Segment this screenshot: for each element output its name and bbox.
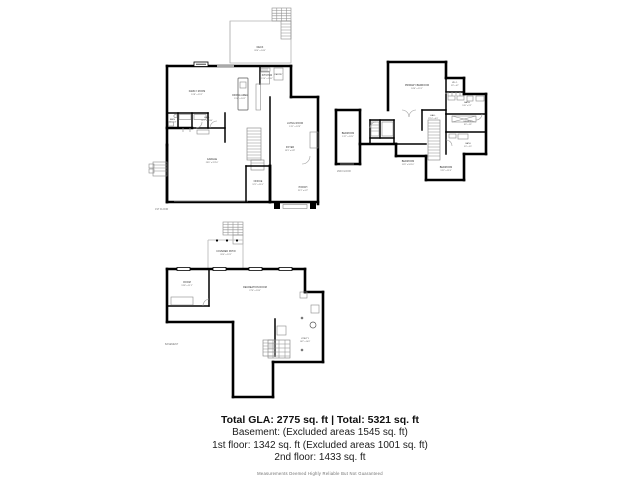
room-label-basement-room: ROOM (183, 282, 190, 284)
room-bath-hall: BATH 9'0" x 5'0" (445, 131, 472, 155)
room-bedroom-left: BEDROOM 13'7" x 12'0" (340, 133, 354, 165)
room-label-foyer: FOYER (286, 147, 295, 149)
room-utility: UTILITY 16'2" x 10'0" (300, 316, 317, 352)
basement-upper-stairs (222, 221, 244, 245)
second-floor-plan: PRIMARY BEDROOM 18'6" x 15'1" W.I.C. 9'8… (334, 58, 502, 203)
first-floor-label: 1ST FLOOR (155, 208, 169, 211)
room-label-living-room: LIVING ROOM (287, 123, 303, 125)
room-primary-bedroom: PRIMARY BEDROOM 18'6" x 15'1" (405, 84, 429, 90)
room-label-bath-hall: BATH (465, 142, 471, 145)
room-basement-room: ROOM 13'8" x 11'1" (166, 268, 210, 307)
deck-area: DECK 26'4" x 14'6" (229, 7, 292, 64)
room-laundry: LAUNDRY 8'6" x 5'6" (445, 113, 487, 133)
room-dim-dining: 15'0" x 10'2" (234, 98, 246, 100)
room-garage: GARAGE 23'6" x 22'10" (148, 143, 248, 204)
room-label-dining: DINING AREA (232, 94, 248, 97)
room-dim-garage: 23'6" x 22'10" (206, 162, 219, 164)
room-label-utility: UTILITY (301, 338, 310, 340)
basement-plan: COVERED PATIO 26'0" x 13'1" (165, 221, 355, 399)
room-office: OFFICE 12'1" x 11'0" (245, 165, 271, 203)
room-hall-bath-cluster: BATH 6'5" x 5'3" HALL 11'2" x 10'10" (166, 112, 226, 143)
first-floor-drawing: DECK 26'4" x 14'6" (148, 7, 320, 211)
closet-cluster (369, 119, 395, 145)
room-dim-office: 12'1" x 11'0" (252, 184, 264, 186)
first-floor-staircase (246, 127, 265, 171)
room-family-room: FAMILY ROOM 19'8" x 15'2" (189, 90, 206, 96)
room-label-laundry: LAUNDRY (463, 120, 473, 123)
basement-staircase (262, 318, 291, 359)
room-dining-area: DINING AREA 15'0" x 10'2" (232, 94, 248, 100)
room-dim-hall-1: 11'2" x 10'10" (201, 120, 213, 122)
room-label-deck: DECK (257, 47, 264, 49)
room-dim-family-room: 19'8" x 15'2" (191, 94, 203, 96)
room-hall-2nd: HALL 17'10" x 4'0" (401, 109, 447, 131)
room-label-primary-bedroom: PRIMARY BEDROOM (405, 84, 429, 87)
room-label-recreation: RECREATION ROOM (243, 286, 267, 289)
room-dim-porch: 21'2" x 6'2" (298, 190, 309, 192)
room-dim-bath-primary: 13'0" x 9'2" (462, 105, 472, 107)
first-floor-plan: DECK 26'4" x 14'6" (148, 6, 330, 218)
room-dim-covered-patio: 26'0" x 13'1" (220, 254, 232, 256)
room-label-bedroom-middle: BEDROOM (402, 161, 414, 163)
room-dim-bath-1: 6'5" x 5'3" (169, 122, 177, 124)
room-foyer: FOYER 13'9" x 6'8" (285, 131, 319, 165)
room-dim-wic: 9'8" x 6'2" (451, 85, 459, 87)
room-porch: PORCH 21'2" x 6'2" (274, 187, 316, 209)
room-label-hall-1: HALL (204, 116, 210, 119)
room-dim-kitchen: 15'4" x 10'0" (261, 78, 273, 80)
room-label-bath-1: BATH (170, 118, 176, 121)
room-label-hall-2nd: HALL (430, 114, 436, 117)
room-label-pantry: PANTRY (275, 73, 283, 76)
room-label-porch: PORCH (299, 187, 308, 189)
room-label-family-room: FAMILY ROOM (189, 90, 206, 93)
room-dim-primary-bedroom: 18'6" x 15'1" (411, 88, 423, 90)
room-dim-living-room: 13'1" x 12'8" (289, 126, 301, 128)
basement-drawing: COVERED PATIO 26'0" x 13'1" (165, 221, 325, 399)
room-label-bedroom-right: BEDROOM (440, 167, 452, 169)
basement-windows (176, 267, 293, 271)
room-label-kitchen: KITCHEN (262, 75, 273, 77)
room-label-bedroom-left: BEDROOM (342, 133, 354, 135)
summary-block: Total GLA: 2775 sq. ft | Total: 5321 sq.… (0, 414, 640, 476)
room-dim-bedroom-left: 13'7" x 12'0" (342, 136, 354, 138)
windows-first-floor (193, 61, 234, 67)
summary-second-floor-line: 2nd floor: 1433 sq. ft (274, 452, 366, 463)
room-label-garage: GARAGE (207, 158, 218, 161)
room-recreation: RECREATION ROOM 27'0" x 19'6" (243, 286, 320, 314)
room-dim-laundry: 8'6" x 5'6" (464, 124, 472, 126)
summary-disclaimer: Measurements Deemed Highly Reliable But … (257, 470, 383, 476)
room-dim-bedroom-right: 13'2" x 11'6" (440, 170, 452, 172)
deck-stairs (271, 7, 292, 40)
room-bedroom-middle: BEDROOM 11'8" x 10'10" (393, 143, 427, 166)
room-dim-utility: 16'2" x 10'0" (300, 341, 311, 343)
summary-basement-line: Basement: (Excluded areas 1545 sq. ft) (232, 427, 408, 438)
basement-label: BASEMENT (165, 343, 179, 346)
room-dim-basement-room: 13'8" x 11'1" (181, 285, 193, 287)
room-living-room: LIVING ROOM 13'1" x 12'8" (269, 96, 303, 167)
room-label-office: OFFICE (254, 181, 263, 183)
first-floor-exterior-walls (165, 64, 320, 206)
room-bedroom-right: BEDROOM 13'2" x 11'6" (440, 167, 452, 172)
room-dim-bath-hall: 9'0" x 5'0" (464, 146, 472, 148)
second-floor-label: 2ND FLOOR (337, 170, 351, 173)
room-covered-patio: COVERED PATIO 26'0" x 13'1" (207, 239, 244, 269)
room-dim-deck: 26'4" x 14'6" (254, 50, 266, 52)
summary-total-line: Total GLA: 2775 sq. ft | Total: 5321 sq.… (221, 414, 419, 426)
room-label-wic: W.I.C. (452, 82, 458, 84)
room-dim-foyer: 13'9" x 6'8" (285, 150, 296, 152)
room-label-covered-patio: COVERED PATIO (216, 250, 236, 253)
second-floor-staircase (427, 119, 441, 161)
room-dim-recreation: 27'0" x 19'6" (249, 290, 261, 292)
summary-first-floor-line: 1st floor: 1342 sq. ft (Excluded areas 1… (212, 439, 428, 451)
room-dim-hall-2nd: 17'10" x 4'0" (428, 118, 439, 120)
room-dim-bedroom-middle: 11'8" x 10'10" (402, 164, 415, 166)
room-kitchen: KITCHEN 15'4" x 10'0" PANTRY (237, 65, 284, 111)
second-floor-drawing: PRIMARY BEDROOM 18'6" x 15'1" W.I.C. 9'8… (334, 60, 488, 182)
room-wic: W.I.C. 9'8" x 6'2" (445, 77, 465, 96)
room-label-bath-primary: BATH (464, 101, 470, 104)
